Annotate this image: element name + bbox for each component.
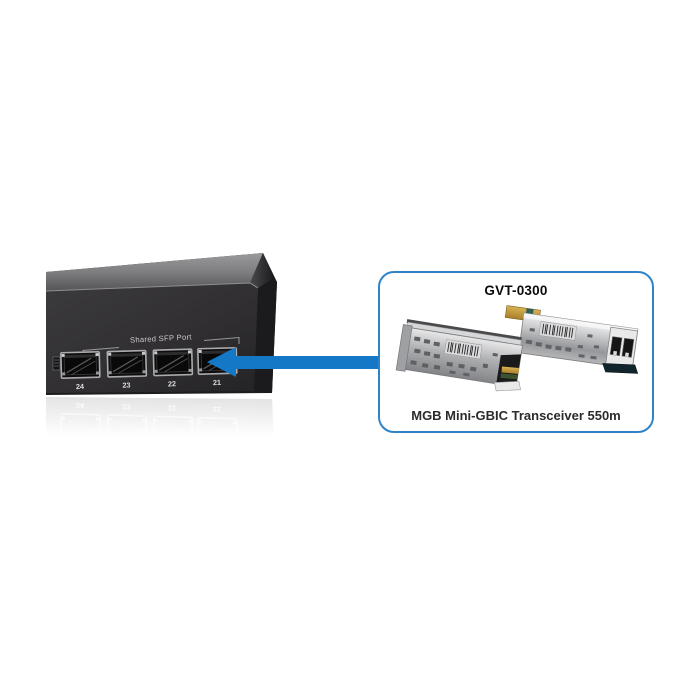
lc-duplex-ports — [609, 336, 635, 358]
port-number-21: 21 — [213, 378, 221, 387]
shared-sfp-port-label: Shared SFP Port — [130, 332, 193, 344]
port-number-22: 22 — [168, 379, 176, 388]
port-number-24: 24 — [76, 382, 85, 391]
emi-cutouts — [410, 336, 498, 377]
module-pcb-component — [525, 308, 534, 315]
module-rear-cap — [395, 324, 413, 372]
cage-latch-tab — [52, 356, 61, 371]
barcode-label — [444, 339, 483, 360]
cage-bottom-lip — [494, 381, 521, 392]
cage-latch-pins — [54, 359, 59, 367]
sfp-port-23 — [106, 349, 148, 378]
sfp-port-22 — [152, 348, 194, 377]
switch-corner-bevel — [250, 253, 274, 288]
pointer-arrow — [207, 347, 382, 377]
product-callout-box: GVT-0300 — [378, 271, 654, 433]
front-top-highlight — [45, 282, 259, 292]
product-caption: MGB Mini-GBIC Transceiver 550m — [411, 408, 621, 423]
sfp-module-rear-angled-icon — [395, 319, 524, 392]
product-model-title: GVT-0300 — [484, 283, 548, 298]
module-top-shine — [523, 313, 638, 334]
sfp-port-24 — [60, 350, 101, 379]
pcb-green-edge — [500, 373, 518, 380]
pcb-edge-connector — [501, 366, 519, 374]
arrow-left-icon — [207, 347, 382, 377]
bale-clasp-latch — [602, 363, 639, 374]
reflection-fade — [40, 396, 290, 445]
switch-top-face — [46, 253, 263, 291]
sfp-modules-photo — [395, 305, 639, 392]
port-number-23: 23 — [122, 380, 130, 389]
bracket-right — [203, 336, 240, 344]
emi-cutouts — [525, 327, 600, 360]
barcode-label — [538, 321, 577, 341]
sfp-module-front-lc-duplex-icon — [504, 305, 639, 374]
